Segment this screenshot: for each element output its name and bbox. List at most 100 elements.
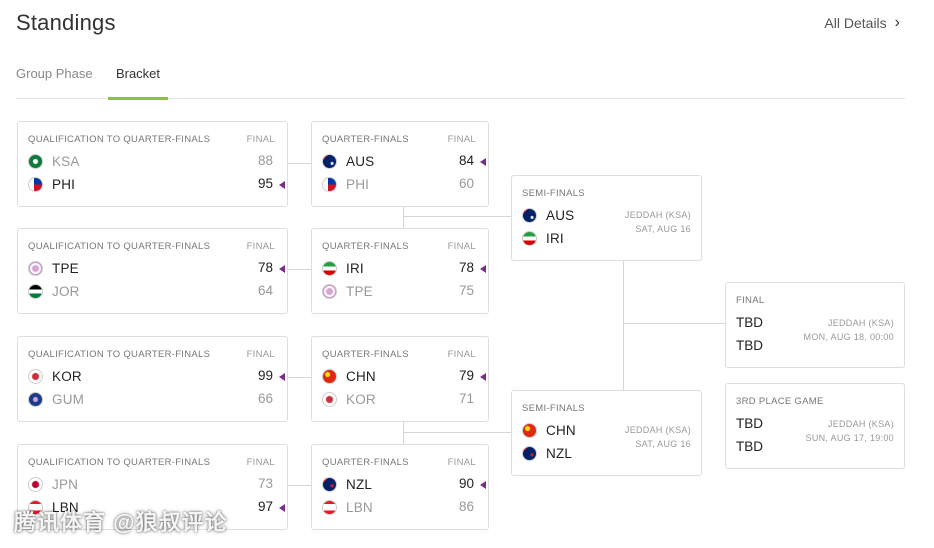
page-title: Standings [16, 10, 116, 35]
connector-line [287, 485, 311, 486]
connector-line [623, 323, 725, 324]
qualification-match-card[interactable]: QUALIFICATION TO QUARTER-FINALS FINAL JP… [17, 444, 288, 530]
team-row: KOR [28, 367, 82, 385]
team-row: JOR [28, 282, 80, 300]
guam-flag-icon [28, 391, 43, 407]
team-score: 78 [257, 260, 273, 275]
team-row: CHN [522, 421, 576, 439]
chevron-right-icon: › [894, 14, 900, 31]
match-status: FINAL [246, 457, 275, 468]
team-code: IRI [346, 260, 364, 276]
team-score: 78 [458, 260, 474, 275]
team-code: AUS [346, 153, 375, 169]
team-code: CHN [346, 368, 376, 384]
match-status: FINAL [246, 241, 275, 252]
team-code: NZL [546, 445, 573, 461]
semifinal-match-card[interactable]: SEMI-FINALS CHN NZL JEDDAH (KSA) SAT, AU… [511, 390, 702, 476]
team-code: IRI [546, 230, 564, 246]
team-row: AUS [322, 152, 374, 170]
tab-group-phase[interactable]: Group Phase [16, 66, 93, 81]
match-stage: QUALIFICATION TO QUARTER-FINALS [28, 241, 211, 252]
match-date: SAT, AUG 16 [635, 439, 691, 449]
team-score: 79 [458, 368, 474, 383]
team-row: KOR [322, 390, 376, 408]
team-row: PHI [28, 175, 75, 193]
match-stage: 3RD PLACE GAME [736, 396, 824, 407]
team-code: CHN [546, 422, 576, 438]
watermark-text: 腾讯体育 @狼叔评论 [14, 510, 228, 535]
match-date: SAT, AUG 16 [635, 224, 691, 234]
tab-bracket[interactable]: Bracket [108, 66, 168, 100]
connector-line [287, 163, 311, 164]
match-status: FINAL [246, 134, 275, 145]
team-score: 64 [257, 283, 273, 298]
team-score: 66 [257, 391, 273, 406]
team-row: JPN [28, 475, 78, 493]
team-row: IRI [522, 229, 564, 247]
match-venue-info: JEDDAH (KSA) SUN, AUG 17, 19:00 [806, 417, 894, 445]
team-row: TPE [28, 259, 79, 277]
match-stage: QUALIFICATION TO QUARTER-FINALS [28, 349, 211, 360]
match-stage: SEMI-FINALS [522, 188, 585, 199]
team-code: GUM [52, 391, 85, 407]
match-stage: FINAL [736, 295, 765, 306]
quarterfinal-match-card[interactable]: QUARTER-FINALS FINAL AUS 84 PHI 60 [311, 121, 489, 207]
team-score: 71 [458, 391, 474, 406]
team-row: PHI [322, 175, 369, 193]
new-zealand-flag-icon [522, 445, 537, 461]
team-code: JOR [52, 283, 80, 299]
saudi-arabia-flag-icon [28, 153, 43, 169]
match-stage: SEMI-FINALS [522, 403, 585, 414]
qualification-match-card[interactable]: QUALIFICATION TO QUARTER-FINALS FINAL KO… [17, 336, 288, 422]
quarterfinal-match-card[interactable]: QUARTER-FINALS FINAL NZL 90 LBN 86 [311, 444, 489, 530]
match-status: FINAL [447, 457, 476, 468]
match-stage: QUALIFICATION TO QUARTER-FINALS [28, 457, 211, 468]
quarterfinal-match-card[interactable]: QUARTER-FINALS FINAL IRI 78 TPE 75 [311, 228, 489, 314]
match-status: FINAL [447, 349, 476, 360]
match-venue: JEDDAH (KSA) [624, 210, 691, 220]
all-details-label: All Details [824, 15, 887, 31]
team-tbd: TBD [736, 439, 763, 454]
connector-line [287, 377, 311, 378]
match-status: FINAL [246, 349, 275, 360]
team-row: NZL [522, 444, 572, 462]
team-code: TPE [52, 260, 79, 276]
team-row: AUS [522, 206, 574, 224]
winner-arrow-icon [279, 504, 285, 512]
winner-arrow-icon [480, 158, 486, 166]
winner-arrow-icon [279, 181, 285, 189]
qualification-match-card[interactable]: QUALIFICATION TO QUARTER-FINALS FINAL KS… [17, 121, 288, 207]
third-place-match-card[interactable]: 3RD PLACE GAME TBD TBD JEDDAH (KSA) SUN,… [725, 383, 905, 469]
team-row: LBN [322, 498, 373, 516]
connector-line [287, 269, 311, 270]
winner-arrow-icon [480, 265, 486, 273]
team-score: 88 [257, 153, 273, 168]
connector-line [403, 206, 404, 229]
australia-flag-icon [322, 153, 337, 169]
team-score: 73 [257, 476, 273, 491]
qualification-match-card[interactable]: QUALIFICATION TO QUARTER-FINALS FINAL TP… [17, 228, 288, 314]
winner-arrow-icon [480, 481, 486, 489]
team-row: TPE [322, 282, 373, 300]
final-match-card[interactable]: FINAL TBD TBD JEDDAH (KSA) MON, AUG 18, … [725, 282, 905, 368]
team-row: NZL [322, 475, 372, 493]
team-code: LBN [52, 499, 79, 515]
match-date: SUN, AUG 17, 19:00 [805, 433, 894, 443]
lebanon-flag-icon [28, 499, 43, 515]
match-stage: QUALIFICATION TO QUARTER-FINALS [28, 134, 211, 145]
winner-arrow-icon [279, 373, 285, 381]
team-score: 99 [257, 368, 273, 383]
new-zealand-flag-icon [322, 476, 337, 492]
chinese-taipei-flag-icon [28, 260, 43, 276]
team-score: 90 [458, 476, 474, 491]
team-code: PHI [346, 176, 370, 192]
quarterfinal-match-card[interactable]: QUARTER-FINALS FINAL CHN 79 KOR 71 [311, 336, 489, 422]
team-code: TPE [346, 283, 373, 299]
iran-flag-icon [522, 230, 537, 246]
semifinal-match-card[interactable]: SEMI-FINALS AUS IRI JEDDAH (KSA) SAT, AU… [511, 175, 702, 261]
team-tbd: TBD [736, 338, 763, 353]
team-row: IRI [322, 259, 364, 277]
all-details-link[interactable]: All Details › [824, 14, 900, 32]
match-stage: QUARTER-FINALS [322, 349, 409, 360]
team-row: CHN [322, 367, 376, 385]
